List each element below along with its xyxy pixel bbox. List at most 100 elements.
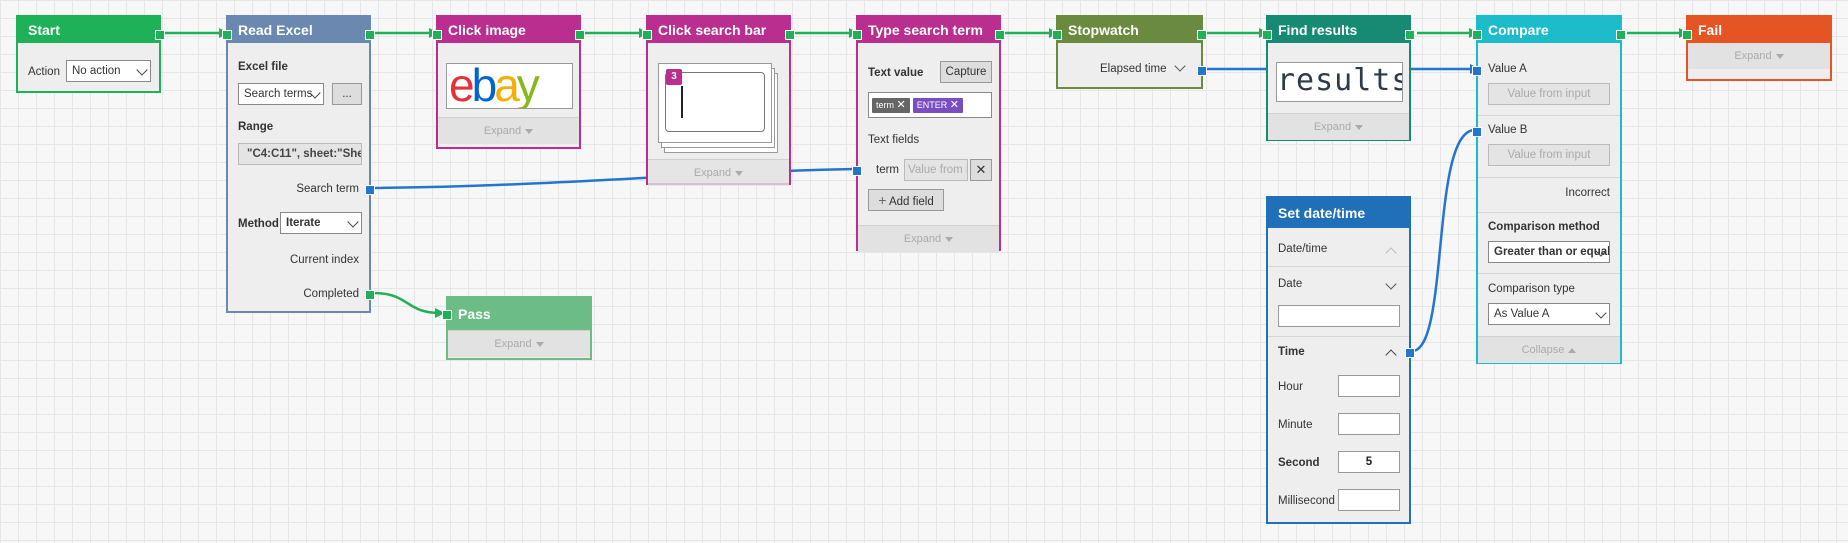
text-fields-label: Text fields: [868, 134, 920, 146]
pass-expand-button[interactable]: Expand: [448, 330, 590, 357]
millisecond-input[interactable]: [1338, 489, 1400, 511]
hour-input[interactable]: [1338, 375, 1400, 397]
close-icon[interactable]: ✕: [896, 99, 906, 111]
pass-input-port[interactable]: [442, 310, 452, 320]
expand-label: Expand: [693, 167, 732, 179]
chevron-down-icon[interactable]: [1174, 60, 1186, 72]
read-excel-node-title: Read Excel: [228, 17, 369, 43]
term-field-label: term: [876, 164, 899, 176]
click-search-bar-node[interactable]: Click search bar 3 Expand: [642, 15, 795, 186]
click-image-node[interactable]: Click image ebay ebay Expand: [432, 15, 585, 149]
comparison-method-select[interactable]: Greater than or equal: [1488, 241, 1610, 263]
close-icon: ✕: [975, 162, 987, 177]
search-term-output-label: Search term: [296, 183, 359, 195]
chevron-up-icon[interactable]: [1385, 247, 1397, 259]
start-output-port[interactable]: [155, 30, 165, 40]
current-index-label: Current index: [289, 254, 359, 266]
triangle-down-icon: [525, 128, 534, 134]
second-input[interactable]: 5: [1338, 451, 1400, 473]
excel-file-label: Excel file: [238, 61, 288, 73]
browse-file-button[interactable]: ...: [332, 83, 362, 105]
type-search-term-node-title: Type search term: [858, 17, 999, 43]
find-results-input-port[interactable]: [1262, 30, 1272, 40]
stopwatch-output-port[interactable]: [1197, 30, 1207, 40]
value-b-input: Value from input: [1488, 144, 1610, 166]
capture-button[interactable]: Capture: [940, 61, 992, 83]
stopwatch-node[interactable]: Stopwatch Elapsed time: [1052, 15, 1207, 89]
fail-input-port[interactable]: [1682, 30, 1692, 40]
click-image-output-port[interactable]: [575, 30, 585, 40]
set-datetime-node[interactable]: Set date/time Date/time Date Time Hour M…: [1266, 196, 1415, 524]
fail-node-title: Fail: [1688, 17, 1830, 43]
compare-output-port[interactable]: [1616, 30, 1626, 40]
stopwatch-input-port[interactable]: [1052, 30, 1062, 40]
method-label: Method: [238, 218, 279, 230]
text-value-field[interactable]: term ✕ENTER ✕: [868, 92, 992, 118]
click-image-input-port[interactable]: [432, 30, 442, 40]
click-image-expand-button[interactable]: Expand: [438, 117, 579, 144]
comparison-type-label: Comparison type: [1488, 283, 1575, 295]
completed-label: Completed: [303, 288, 359, 300]
add-field-button[interactable]: + Add field: [868, 189, 944, 211]
type-search-term-node[interactable]: Type search term Text value Capture term…: [852, 15, 1005, 252]
chevron-up-icon[interactable]: [1385, 349, 1397, 361]
comparison-type-select[interactable]: As Value A: [1488, 303, 1610, 325]
minute-label: Minute: [1278, 419, 1313, 431]
find-results-output-port[interactable]: [1405, 30, 1415, 40]
elapsed-time-output-port[interactable]: [1197, 66, 1207, 76]
method-select[interactable]: Iterate: [280, 212, 362, 234]
value-a-input-port[interactable]: [1472, 66, 1482, 76]
click-search-bar-input-port[interactable]: [642, 30, 652, 40]
excel-file-select[interactable]: Search terms: [238, 83, 324, 105]
value-a-label: Value A: [1488, 63, 1527, 75]
type-search-term-expand-button[interactable]: Expand: [858, 225, 999, 252]
expand-label: Expand: [903, 233, 942, 245]
elapsed-time-label: Elapsed time: [1100, 63, 1167, 75]
chevron-down-icon: [1595, 307, 1607, 319]
compare-node[interactable]: Compare Value A Value from input Value B…: [1472, 15, 1626, 364]
compare-collapse-button[interactable]: Collapse: [1478, 336, 1620, 363]
type-search-term-output-port[interactable]: [995, 30, 1005, 40]
pass-node[interactable]: Pass Expand: [442, 296, 592, 360]
completed-output-port[interactable]: [365, 290, 375, 300]
read-excel-output-port[interactable]: [365, 30, 375, 40]
click-search-bar-expand-button[interactable]: Expand: [648, 159, 789, 186]
set-datetime-node-title: Set date/time: [1268, 198, 1409, 228]
chevron-down-icon[interactable]: [1385, 278, 1397, 290]
fail-expand-button[interactable]: Expand: [1688, 43, 1830, 69]
results-image-text: results: [1277, 63, 1403, 98]
find-results-node[interactable]: Find results results Expand: [1262, 15, 1415, 141]
date-input[interactable]: [1278, 305, 1400, 327]
minute-input[interactable]: [1338, 413, 1400, 435]
search-term-output-port[interactable]: [365, 185, 375, 195]
compare-input-port[interactable]: [1472, 30, 1482, 40]
find-results-expand-button[interactable]: Expand: [1268, 113, 1409, 140]
collapse-label: Collapse: [1521, 344, 1565, 356]
triangle-down-icon: [735, 170, 744, 176]
enter-chip[interactable]: ENTER ✕: [912, 98, 963, 113]
find-results-node-title: Find results: [1268, 17, 1409, 43]
close-icon[interactable]: ✕: [949, 99, 959, 111]
type-search-term-input-port[interactable]: [852, 30, 862, 40]
value-b-input-port[interactable]: [1472, 127, 1482, 137]
action-select[interactable]: No action: [66, 60, 151, 82]
set-datetime-output-port[interactable]: [1405, 348, 1415, 358]
start-node[interactable]: Start Action No action: [16, 15, 165, 93]
value-a-input: Value from input: [1488, 83, 1610, 105]
expand-label: Expand: [483, 125, 522, 137]
triangle-up-icon: [1568, 347, 1577, 353]
pass-node-title: Pass: [448, 298, 590, 330]
datetime-label: Date/time: [1278, 243, 1328, 255]
expand-label: Expand: [494, 338, 532, 350]
read-excel-node[interactable]: Read Excel Excel file Search terms ... R…: [222, 15, 375, 313]
fail-node[interactable]: Fail Expand: [1682, 15, 1832, 81]
remove-field-button[interactable]: ✕: [970, 159, 992, 181]
read-excel-input-port[interactable]: [222, 30, 232, 40]
range-label: Range: [238, 121, 274, 133]
comparison-method-label: Comparison method: [1488, 221, 1600, 233]
click-search-bar-output-port[interactable]: [785, 30, 795, 40]
term-chip[interactable]: term ✕: [872, 98, 910, 113]
term-input-port[interactable]: [852, 166, 862, 176]
triangle-down-icon: [1775, 53, 1784, 59]
incorrect-output-label: Incorrect: [1565, 187, 1610, 199]
